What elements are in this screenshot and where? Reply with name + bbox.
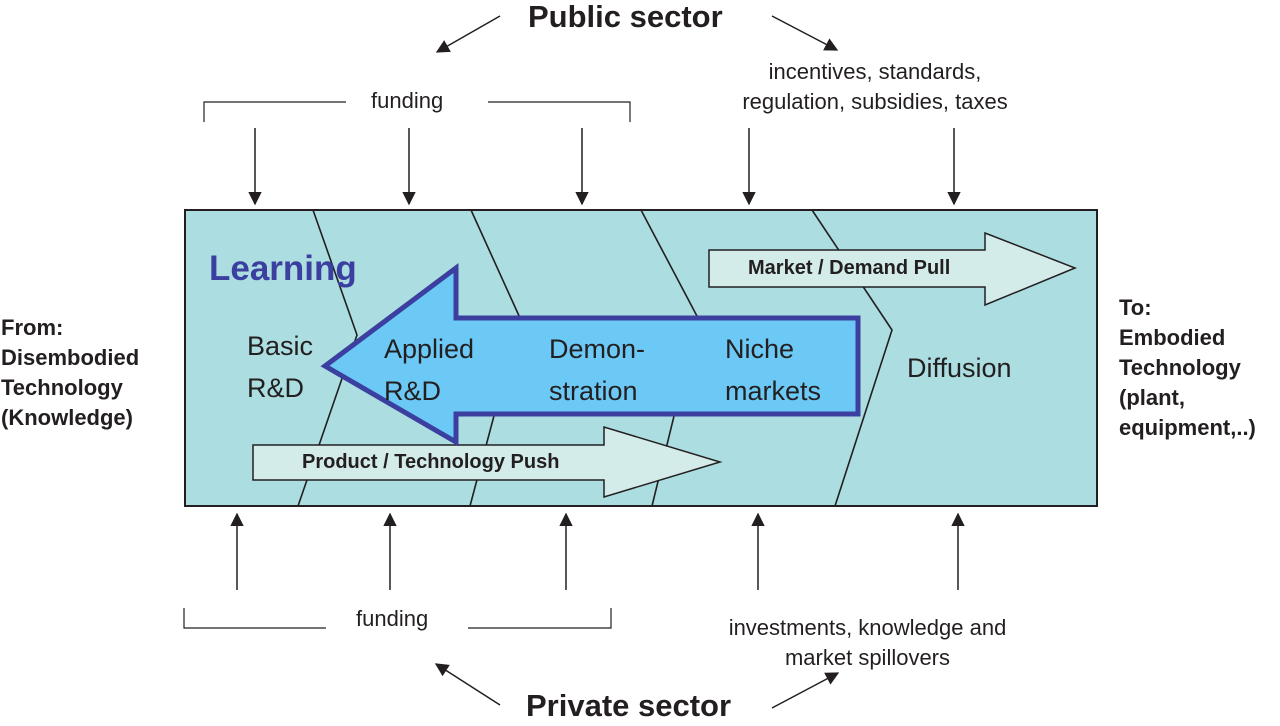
stage-demonstration: Demon- stration [549, 328, 645, 412]
stage-basic-line-2: R&D [247, 373, 305, 403]
stage-demonstration-line-1: Demon- [549, 334, 646, 364]
public-policy-instruments: incentives, standards, regulation, subsi… [700, 57, 1050, 117]
learning-label: Learning [209, 249, 357, 288]
stage-niche-markets: Niche markets [725, 328, 821, 412]
public-policy-line-1: incentives, standards, [768, 59, 982, 84]
public-funding-bracket-left [203, 101, 346, 122]
to-line-4: (plant, [1119, 385, 1185, 410]
private-funding-bracket-left [183, 608, 326, 629]
technology-push-arrow [252, 425, 723, 499]
private-funding-bracket-right [468, 608, 612, 629]
private-funding-label: funding [356, 606, 429, 631]
private-investment-line-2: market spillovers [784, 645, 951, 670]
to-line-5: equipment,..) [1119, 415, 1256, 440]
public-funding-label: funding [371, 88, 444, 113]
from-disembodied-technology: From: Disembodied Technology (Knowledge) [1, 313, 139, 433]
to-line-1: To: [1119, 295, 1152, 320]
public-sector-arrow-left [435, 15, 501, 53]
to-embodied-technology: To: Embodied Technology (plant, equipmen… [1119, 293, 1256, 443]
public-policy-line-2: regulation, subsidies, taxes [742, 89, 1008, 114]
public-sector-title: Public sector [528, 0, 723, 34]
stage-niche-line-2: markets [725, 376, 822, 406]
private-sector-title: Private sector [526, 688, 732, 723]
stage-basic-line-1: Basic [247, 331, 314, 361]
from-line-4: (Knowledge) [1, 405, 133, 430]
stage-applied-rd: Applied R&D [384, 328, 474, 412]
stage-applied-line-1: Applied [384, 334, 475, 364]
private-investments-label: investments, knowledge and market spillo… [690, 613, 1045, 673]
market-pull-label: Market / Demand Pull [748, 257, 951, 279]
public-funding-bracket-right [488, 101, 631, 122]
private-sector-arrow-left [434, 663, 501, 706]
stage-diffusion: Diffusion [907, 347, 1012, 389]
public-sector-arrow-right [771, 15, 839, 51]
market-pull-arrow [708, 231, 1078, 307]
private-sector-arrow-right [771, 672, 840, 709]
from-line-2: Disembodied [1, 345, 140, 370]
technology-push-label: Product / Technology Push [302, 451, 560, 473]
stage-niche-line-1: Niche [725, 334, 795, 364]
stage-demonstration-line-2: stration [549, 376, 638, 406]
private-investment-line-1: investments, knowledge and [728, 615, 1007, 640]
learning-arrow [320, 263, 861, 447]
stage-basic-rd: Basic R&D [247, 325, 313, 409]
to-line-3: Technology [1119, 355, 1241, 380]
to-line-2: Embodied [1119, 325, 1226, 350]
stage-applied-line-2: R&D [384, 376, 442, 406]
from-line-1: From: [1, 315, 64, 340]
from-line-3: Technology [1, 375, 123, 400]
stage-diffusion-line-1: Diffusion [907, 353, 1012, 383]
